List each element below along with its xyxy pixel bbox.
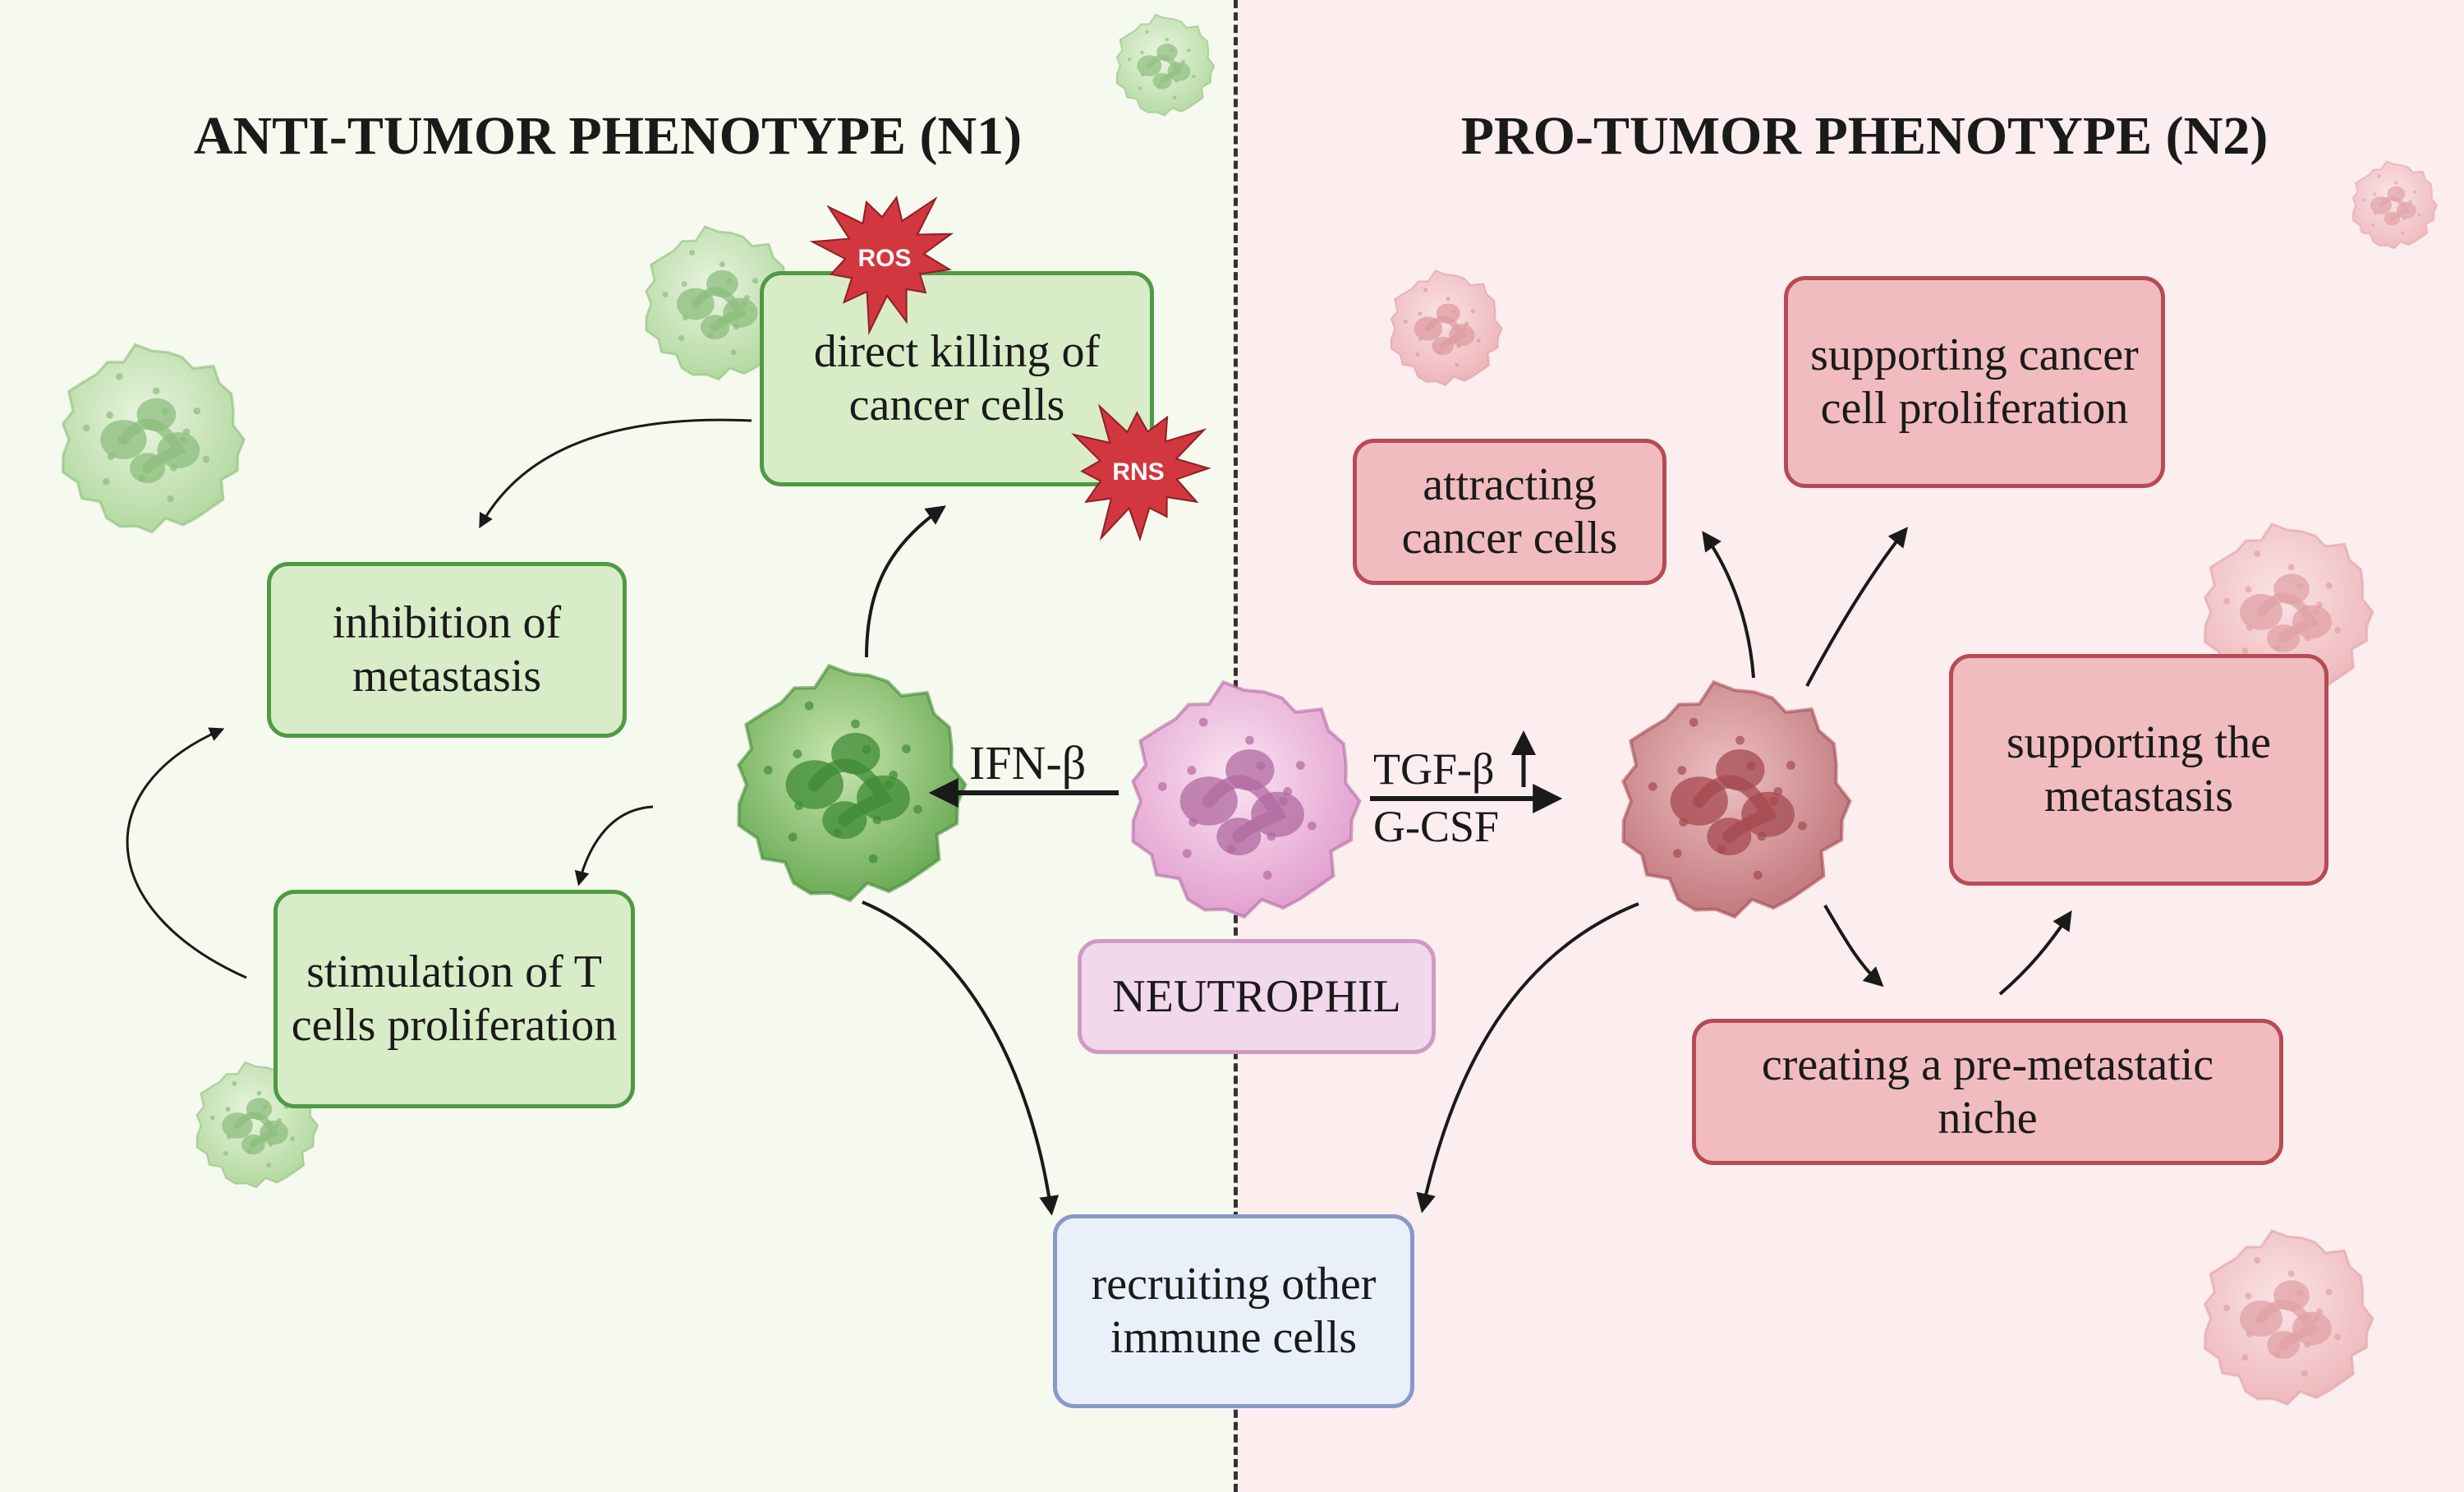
green-cell-deco-3 [61, 343, 246, 534]
tgf-beta-label: TGF-β [1373, 744, 1495, 794]
ros-burst-icon [809, 195, 954, 336]
arrow-n1-to-stimulation [574, 805, 654, 886]
supporting-proliferation-box: supporting cancer cell proliferation [1784, 276, 2165, 488]
arrow-stimulation-to-inhibition [126, 727, 247, 979]
red-cell-deco-1 [1390, 269, 1503, 387]
ros-label: ROS [857, 245, 911, 272]
stimulation-box: stimulation of T cells proliferation [274, 890, 635, 1108]
arrow-niche-to-supporting-met [1998, 909, 2072, 996]
neutrophil-cell [1131, 679, 1362, 919]
recruiting-box: recruiting other immune cells [1053, 1214, 1414, 1408]
n2-neutrophil-cell [1621, 679, 1852, 919]
n1-neutrophil-cell [737, 663, 968, 903]
arrow-killing-to-inhibition [479, 418, 752, 529]
red-cell-deco-4 [2203, 1229, 2374, 1407]
anti-tumor-heading: ANTI-TUMOR PHENOTYPE (N1) [193, 106, 1023, 166]
attracting-box: attracting cancer cells [1353, 439, 1666, 585]
pre-metastatic-niche-box: creating a pre-metastatic niche [1692, 1019, 2283, 1165]
rns-label: RNS [1112, 458, 1164, 486]
green-cell-deco-1 [1115, 13, 1216, 117]
anti-tumor-panel [0, 0, 1235, 1492]
arrow-n2-to-attracting [1702, 531, 1755, 679]
gcsf-label: G-CSF [1373, 802, 1500, 851]
arrow-n2-to-recruiting [1416, 902, 1639, 1213]
arrow-n1-to-killing [865, 505, 946, 658]
red-cell-deco-2 [2351, 160, 2439, 250]
direct-killing-box: direct killing of cancer cells [760, 271, 1154, 486]
supporting-metastasis-box: supporting the metastasis [1949, 654, 2328, 886]
arrow-n2-to-niche [1823, 904, 1884, 988]
pro-tumor-heading: PRO-TUMOR PHENOTYPE (N2) [1460, 106, 2269, 166]
inhibition-box: inhibition of metastasis [267, 562, 627, 738]
arrow-n1-to-recruiting [862, 900, 1060, 1216]
arrow-n2-to-supporting-prolif [1805, 527, 1908, 687]
neutrophil-label-box: NEUTROPHIL [1078, 939, 1436, 1054]
ifn-beta-label: IFN-β [969, 736, 1087, 790]
green-cell-deco-2 [645, 225, 796, 381]
rns-burst-icon [1071, 403, 1211, 542]
